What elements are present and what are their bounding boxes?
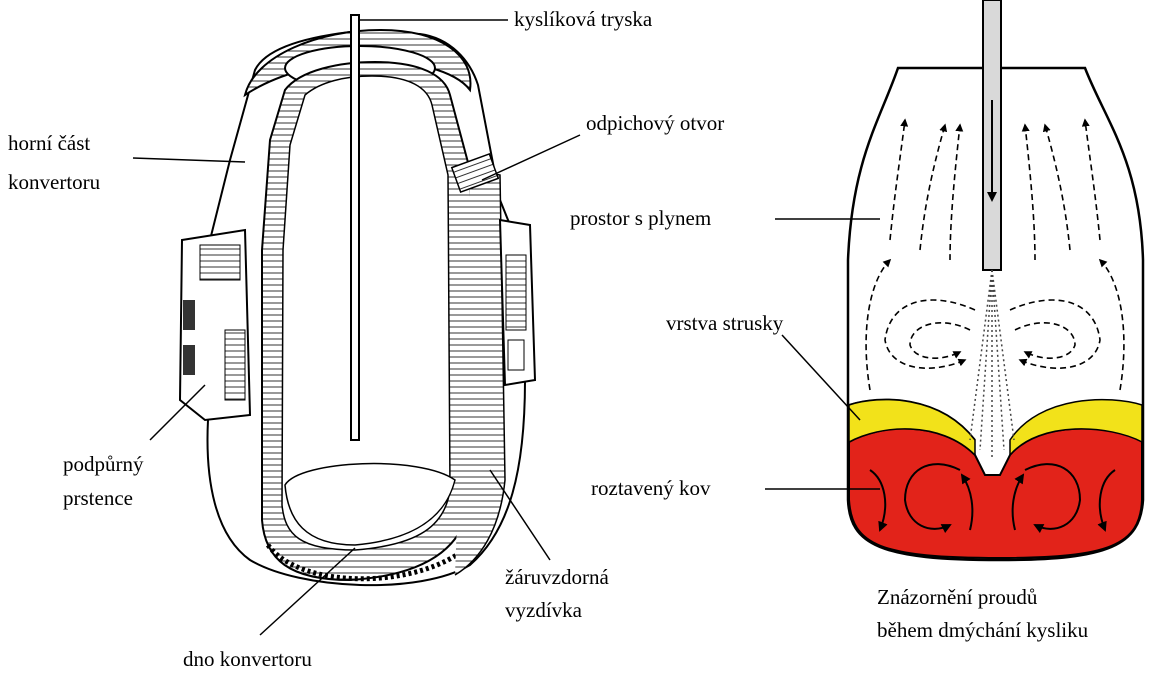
label-gas-space: prostor s plynem xyxy=(570,206,711,231)
label-support-ring-line1: podpůrný xyxy=(63,452,144,477)
label-refractory-line1: žáruvzdorná xyxy=(505,565,609,590)
support-ring-right xyxy=(500,220,535,385)
label-slag-layer: vrstva strusky xyxy=(666,311,783,336)
converter-cutaway xyxy=(180,15,535,585)
support-ring-left xyxy=(180,230,250,420)
label-upper-part-line1: horní část xyxy=(8,131,90,156)
label-tap-hole: odpichový otvor xyxy=(586,111,724,136)
label-refractory-line2: vyzdívka xyxy=(505,598,582,623)
label-support-ring-line2: prstence xyxy=(63,486,133,511)
flow-vessel xyxy=(848,0,1143,560)
oxygen-lance xyxy=(351,15,359,440)
caption-line2: během dmýchání kysliku xyxy=(877,618,1088,643)
label-converter-bottom: dno konvertoru xyxy=(183,647,312,672)
label-upper-part-line2: konvertoru xyxy=(8,170,100,195)
label-molten-metal: roztavený kov xyxy=(591,476,711,501)
caption-line1: Znázornění proudů xyxy=(877,585,1037,610)
label-oxygen-lance: kyslíková tryska xyxy=(514,7,652,32)
